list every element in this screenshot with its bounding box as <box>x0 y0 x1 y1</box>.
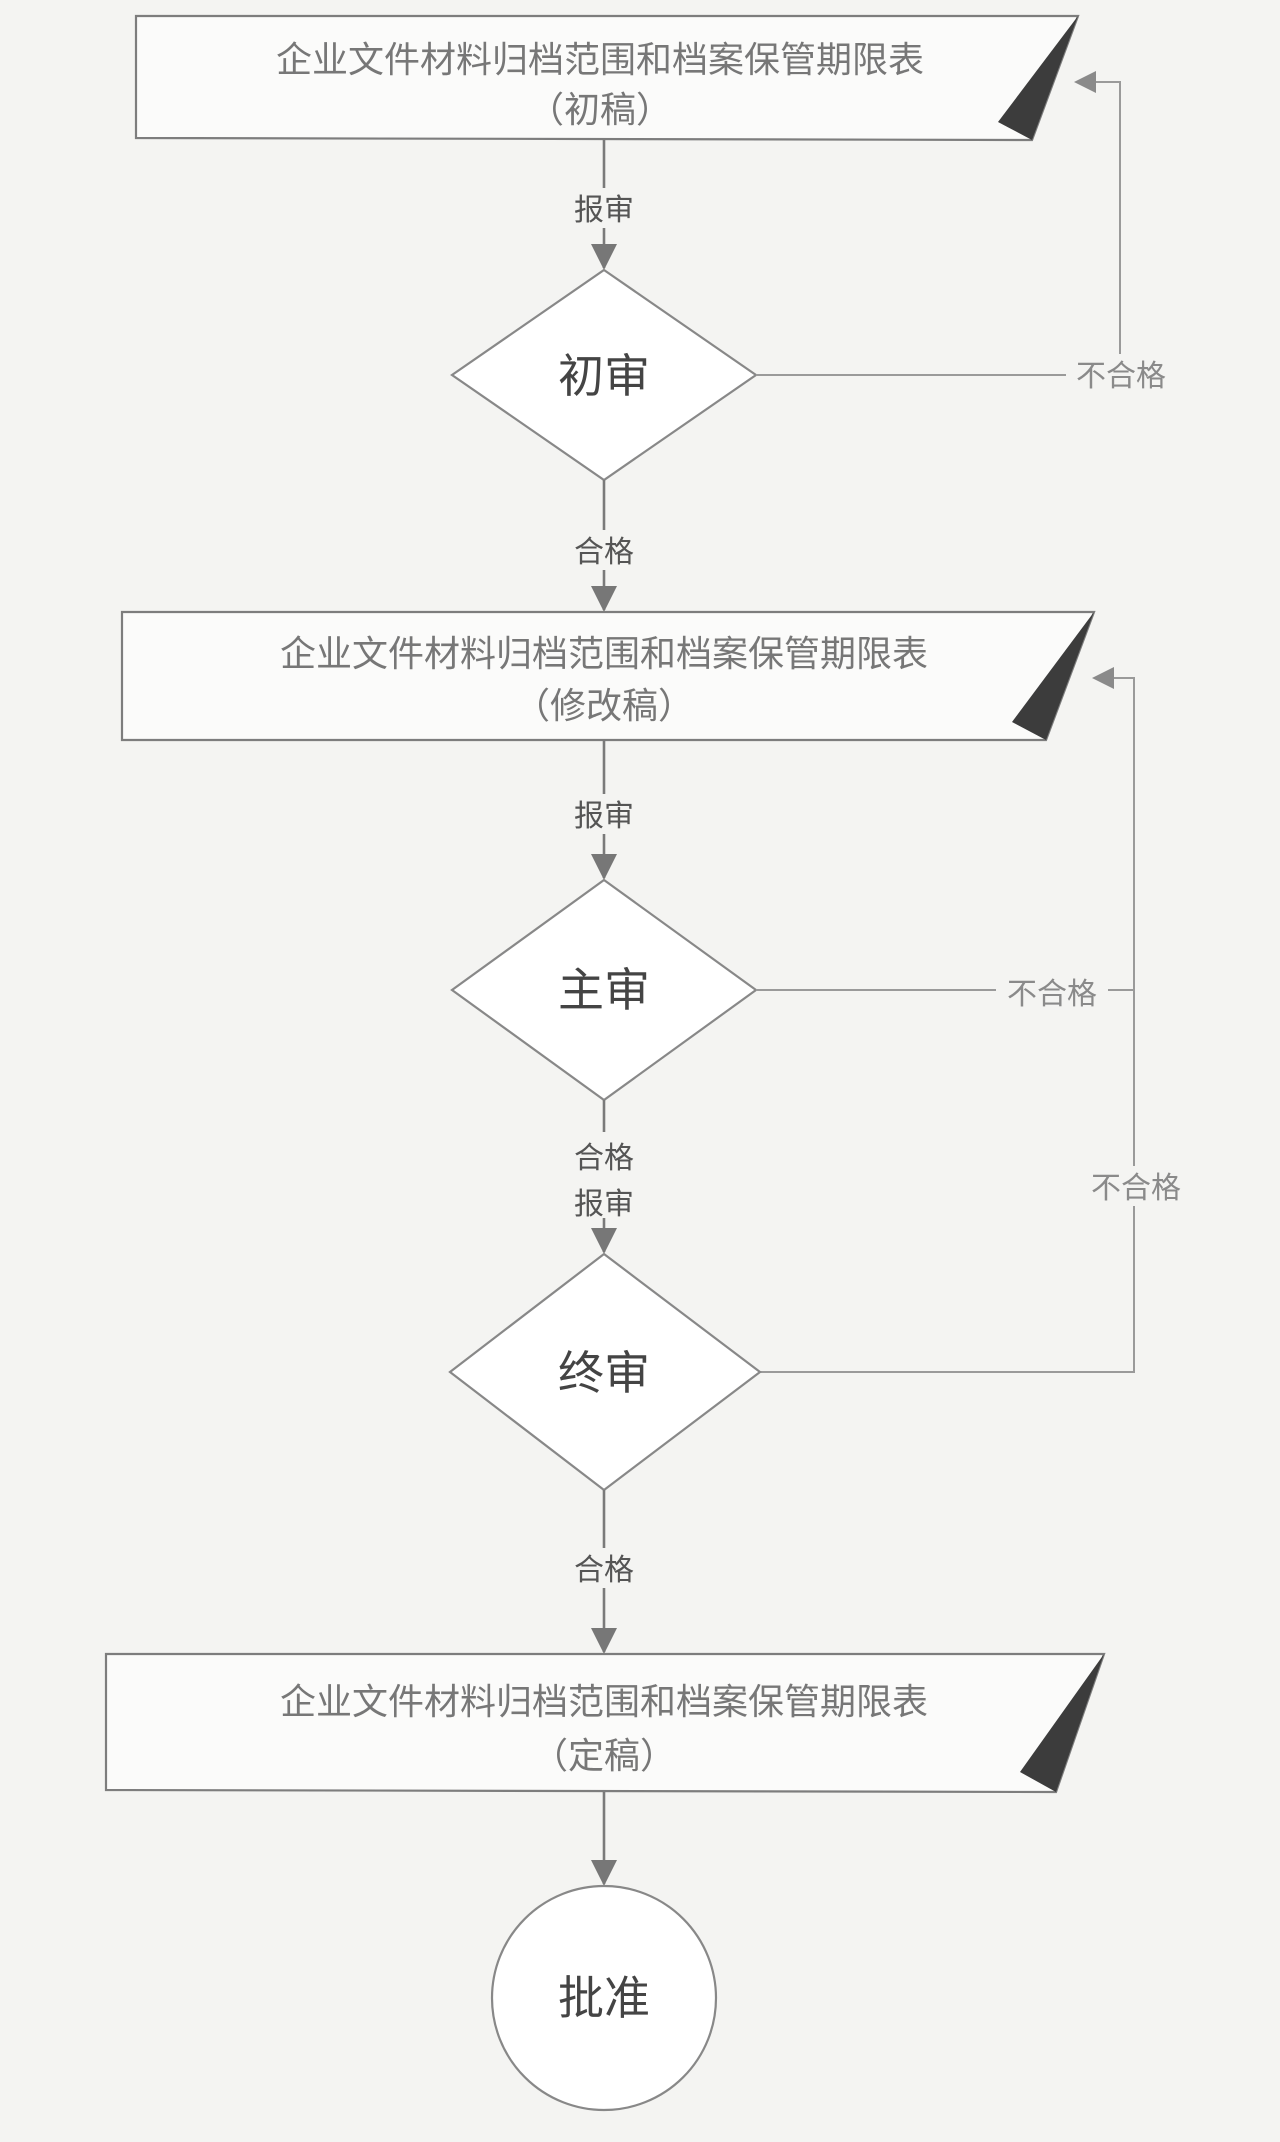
edge-fail-2-label: 不合格 <box>1007 977 1097 1012</box>
decision-main-review: 主审 <box>450 878 758 1102</box>
doc-revised-draft: 企业文件材料归档范围和档案保管期限表 （修改稿） <box>120 610 1096 742</box>
decision-initial-review: 初审 <box>450 268 758 482</box>
doc-final-subtitle: （定稿） <box>532 1736 676 1777</box>
doc-final-draft: 企业文件材料归档范围和档案保管期限表 （定稿） <box>104 1652 1106 1794</box>
edge-submit-2-label: 报审 <box>574 799 634 834</box>
decision-main-review-label: 主审 <box>558 963 650 1017</box>
doc-initial-subtitle: （初稿） <box>528 90 672 131</box>
doc-final-title: 企业文件材料归档范围和档案保管期限表 <box>280 1682 928 1723</box>
edge-submit-3-label: 报审 <box>574 1187 634 1222</box>
edge-fail-1-label: 不合格 <box>1076 359 1166 394</box>
doc-revised-subtitle: （修改稿） <box>514 686 694 727</box>
terminal-approval-label: 批准 <box>558 1971 650 2025</box>
edge-pass-2-label: 合格 <box>574 1141 634 1176</box>
edge-fail-1 <box>756 71 1121 376</box>
edge-pass-3-label: 合格 <box>574 1553 634 1588</box>
edge-pass-1-label: 合格 <box>574 535 634 570</box>
terminal-approval: 批准 <box>490 1884 718 2112</box>
decision-initial-review-label: 初审 <box>558 349 650 403</box>
doc-revised-title: 企业文件材料归档范围和档案保管期限表 <box>280 634 928 675</box>
edge-fail-3-label: 不合格 <box>1091 1171 1181 1206</box>
doc-initial-title: 企业文件材料归档范围和档案保管期限表 <box>276 40 924 81</box>
doc-initial-draft: 企业文件材料归档范围和档案保管期限表 （初稿） <box>134 14 1080 142</box>
decision-final-review-label: 终审 <box>558 1346 650 1400</box>
decision-final-review: 终审 <box>448 1252 762 1492</box>
edge-submit-1-label: 报审 <box>574 193 634 228</box>
edge-fail-3 <box>760 667 1135 1373</box>
